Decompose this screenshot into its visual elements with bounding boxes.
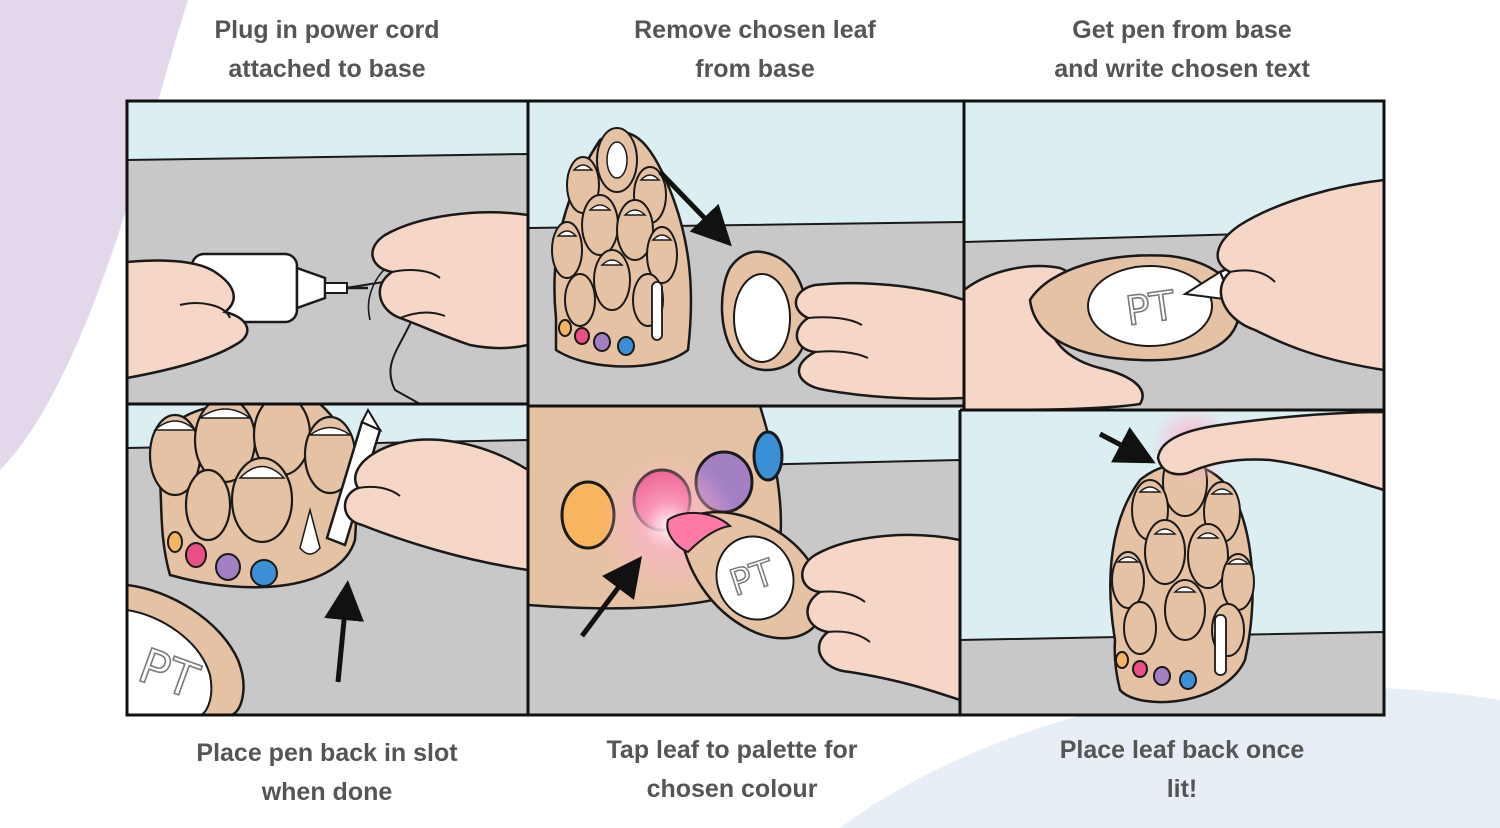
step-4-line-2: when done — [261, 778, 393, 806]
arrow-panel-4 — [324, 580, 364, 683]
pen-slot-panel-6 — [1214, 614, 1227, 676]
leaf-tips-panel-4 — [153, 408, 353, 555]
step-caption-3: Get pen from base and write chosen text — [972, 11, 1392, 89]
step-6-line-1: Place leaf back once — [1059, 736, 1305, 764]
leaf-text-panel-3: PT — [1123, 283, 1178, 335]
panel-2-remove-leaf — [528, 101, 964, 406]
hand-right-panel-3 — [1216, 178, 1384, 372]
leaf-tips-panel-6 — [1116, 486, 1250, 593]
step-caption-5: Tap leaf to palette for chosen colour — [522, 731, 942, 809]
step-caption-4: Place pen back in slot when done — [117, 734, 537, 812]
lamp-base-panel-6 — [1109, 437, 1255, 704]
arrow-panel-2 — [658, 170, 732, 247]
step-3-line-2: and write chosen text — [1054, 55, 1310, 83]
palette-dots-panel-6 — [1115, 651, 1197, 690]
step-5-line-1: Tap leaf to palette for — [606, 736, 858, 764]
leaf-tips-panel-2 — [556, 141, 673, 266]
leaf-panel-3: PT — [1028, 254, 1241, 362]
step-2-line-2: from base — [695, 55, 815, 83]
arrow-panel-6 — [1098, 426, 1156, 464]
blue-shape — [840, 686, 1500, 828]
arrow-panel-5 — [580, 556, 642, 638]
step-1-line-2: attached to base — [228, 55, 426, 83]
hand-left-panel-1 — [127, 259, 249, 380]
panel-3-write-text: PT — [964, 101, 1384, 410]
pen-slot-panel-2 — [651, 281, 663, 341]
leaf-panel-5: PT — [666, 511, 825, 640]
panel-borders — [125, 99, 1386, 717]
hand-panel-5 — [801, 533, 960, 702]
panel-1-plug-in — [127, 101, 528, 404]
step-1-line-1: Plug in power cord — [214, 16, 440, 44]
panel-4-pen-back: PT — [127, 404, 528, 715]
palette-dots-panel-2 — [558, 319, 635, 356]
step-5-line-2: chosen colour — [646, 775, 818, 803]
leaf-panel-4: PT — [127, 583, 245, 715]
hand-panel-2 — [794, 281, 964, 400]
step-4-line-1: Place pen back in slot — [196, 739, 458, 767]
lamp-leaves-panel-6 — [1111, 447, 1255, 657]
panel-5-tap-palette: PT — [528, 406, 960, 715]
panel-6-place-back — [960, 410, 1384, 715]
hand-panel-6 — [1156, 410, 1384, 492]
lamp-leaves-panel-4 — [148, 404, 357, 544]
step-caption-6: Place leaf back once lit! — [972, 731, 1392, 809]
step-caption-2: Remove chosen leaf from base — [545, 11, 965, 89]
palette-dots-panel-4 — [167, 531, 278, 587]
step-caption-1: Plug in power cord attached to base — [117, 11, 537, 89]
hand-right-panel-1 — [371, 211, 528, 350]
step-3-line-1: Get pen from base — [1072, 16, 1292, 44]
step-6-line-2: lit! — [1166, 775, 1198, 803]
pen-panel-4 — [325, 407, 383, 547]
removed-leaf-panel-2 — [720, 250, 809, 372]
lamp-base-panel-4 — [148, 404, 358, 589]
hand-panel-4 — [343, 438, 528, 572]
lamp-base-panel-2 — [551, 127, 693, 368]
step-2-line-1: Remove chosen leaf — [634, 16, 876, 44]
